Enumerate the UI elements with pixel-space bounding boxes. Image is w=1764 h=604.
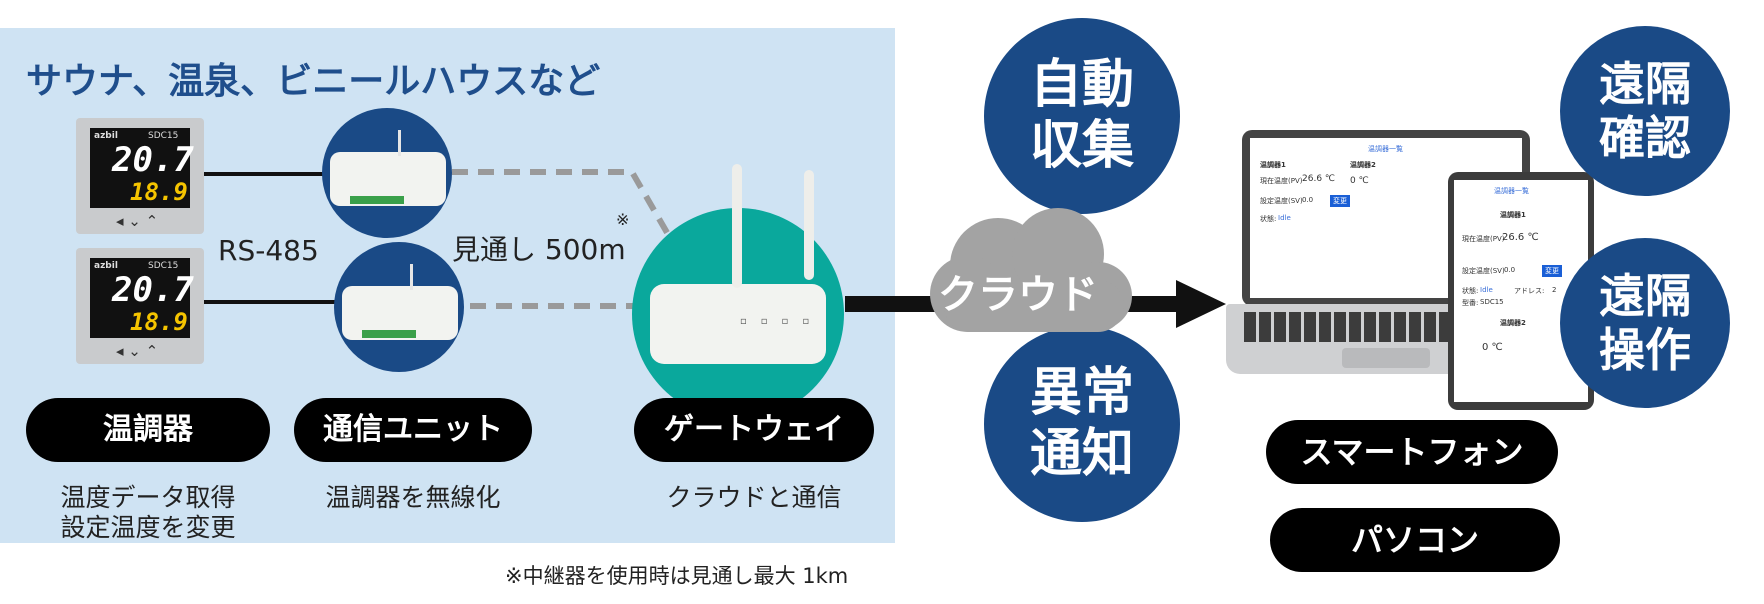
device-pill-controller: 温調器: [26, 398, 270, 462]
phone-serial-label: 型番:: [1462, 299, 1479, 307]
terminal-block-icon: [362, 330, 416, 338]
site-heading: サウナ、温泉、ビニールハウスなど: [26, 61, 601, 102]
gateway-antenna-icon: [732, 164, 742, 288]
antenna-icon: [398, 130, 401, 156]
cloud-arrow-head: [1176, 280, 1226, 328]
phone-status-value: Idle: [1480, 286, 1493, 294]
controller-display: azbil SDC15 20.7 18.9: [90, 128, 194, 208]
device-pill-gateway: ゲートウェイ: [634, 398, 874, 462]
phone-address-value: 2: [1552, 286, 1557, 294]
wireless-link-1: [452, 169, 687, 264]
controller-sv: 18.9: [130, 178, 188, 206]
feature-remote-control: 遠隔 操作: [1560, 238, 1730, 408]
phone-card-2-title: 温調器2: [1500, 319, 1526, 327]
rs485-label: RS-485: [218, 234, 319, 267]
line-of-sight-label: 見通し 500m: [452, 233, 626, 266]
controller-model: SDC15: [148, 261, 179, 271]
screen-temp-label: 現在温度(PV): [1260, 177, 1303, 185]
gateway-desc: クラウドと通信: [666, 483, 842, 512]
controller-model: SDC15: [148, 131, 179, 141]
controller-brand: azbil: [94, 261, 118, 271]
cloud-label: クラウド: [938, 272, 1098, 318]
screen-set-value: 0.0: [1302, 196, 1314, 204]
phone-set-button: 変更: [1542, 265, 1562, 277]
phone-address-label: アドレス:: [1514, 287, 1545, 295]
line-of-sight-asterisk: ※: [616, 210, 630, 229]
cloud-icon: [930, 208, 1132, 332]
temperature-controller-2: azbil SDC15 20.7 18.9 ◂ ⌄ ⌃: [76, 248, 204, 364]
phone-set-label: 設定温度(SV): [1462, 267, 1505, 275]
screen-title: 温調器一覧: [1368, 145, 1403, 153]
phone-temp-label: 現在温度(PV): [1462, 235, 1505, 243]
comm-unit-circle-1: [322, 108, 452, 238]
phone-card-title: 温調器1: [1500, 211, 1526, 219]
controller-keys-icon: ◂ ⌄ ⌃: [116, 212, 159, 230]
client-pill-smartphone: スマートフォン: [1266, 420, 1558, 484]
gateway-circle: ▫▫▫▫: [632, 208, 844, 420]
screen-set-label: 設定温度(SV): [1260, 197, 1303, 205]
gateway-led-icons: ▫▫▫▫: [740, 316, 824, 327]
screen-status-value: Idle: [1278, 214, 1291, 222]
feature-remote-check: 遠隔 確認: [1560, 26, 1730, 196]
controller-brand: azbil: [94, 131, 118, 141]
controller-pv: 20.7: [112, 140, 194, 180]
screen-card-title: 温調器1: [1260, 161, 1286, 169]
screen-status-label: 状態:: [1260, 215, 1277, 223]
controller-keys-icon: ◂ ⌄ ⌃: [116, 342, 159, 360]
screen-temp-value: 26.6 ℃: [1302, 174, 1336, 184]
phone-screen-title: 温調器一覧: [1494, 187, 1529, 195]
gateway-device-icon: [650, 284, 826, 364]
terminal-block-icon: [350, 196, 404, 204]
device-pill-comm-unit: 通信ユニット: [294, 398, 532, 462]
comm-unit-desc: 温調器を無線化: [325, 483, 501, 512]
controller-desc-1: 温度データ取得: [60, 483, 236, 512]
controller-desc-2: 設定温度を変更: [60, 513, 236, 542]
comm-unit-circle-2: [334, 242, 464, 372]
phone-status-label: 状態:: [1462, 287, 1479, 295]
feature-auto-collect: 自動 収集: [984, 18, 1180, 214]
phone-serial-value: SDC15: [1480, 298, 1504, 306]
footnote: ※中継器を使用時は見通し最大 1km: [505, 564, 849, 588]
controller-sv: 18.9: [130, 308, 188, 336]
phone-temp-value: 26.6 ℃: [1502, 232, 1539, 243]
controller-display: azbil SDC15 20.7 18.9: [90, 258, 194, 338]
trackpad-icon: [1342, 348, 1430, 368]
phone-set-value: 0.0: [1504, 266, 1516, 274]
antenna-icon: [410, 264, 413, 290]
controller-pv: 20.7: [112, 270, 194, 310]
feature-alert: 異常 通知: [984, 326, 1180, 522]
gateway-antenna-icon: [804, 170, 814, 280]
phone-card-2-temp: 0 ℃: [1482, 342, 1503, 353]
temperature-controller-1: azbil SDC15 20.7 18.9 ◂ ⌄ ⌃: [76, 118, 204, 234]
screen-card-2-title: 温調器2: [1350, 161, 1376, 169]
screen-set-button: 変更: [1330, 195, 1350, 207]
client-pill-pc: パソコン: [1270, 508, 1560, 572]
screen-card-2-temp: 0 ℃: [1350, 176, 1369, 186]
